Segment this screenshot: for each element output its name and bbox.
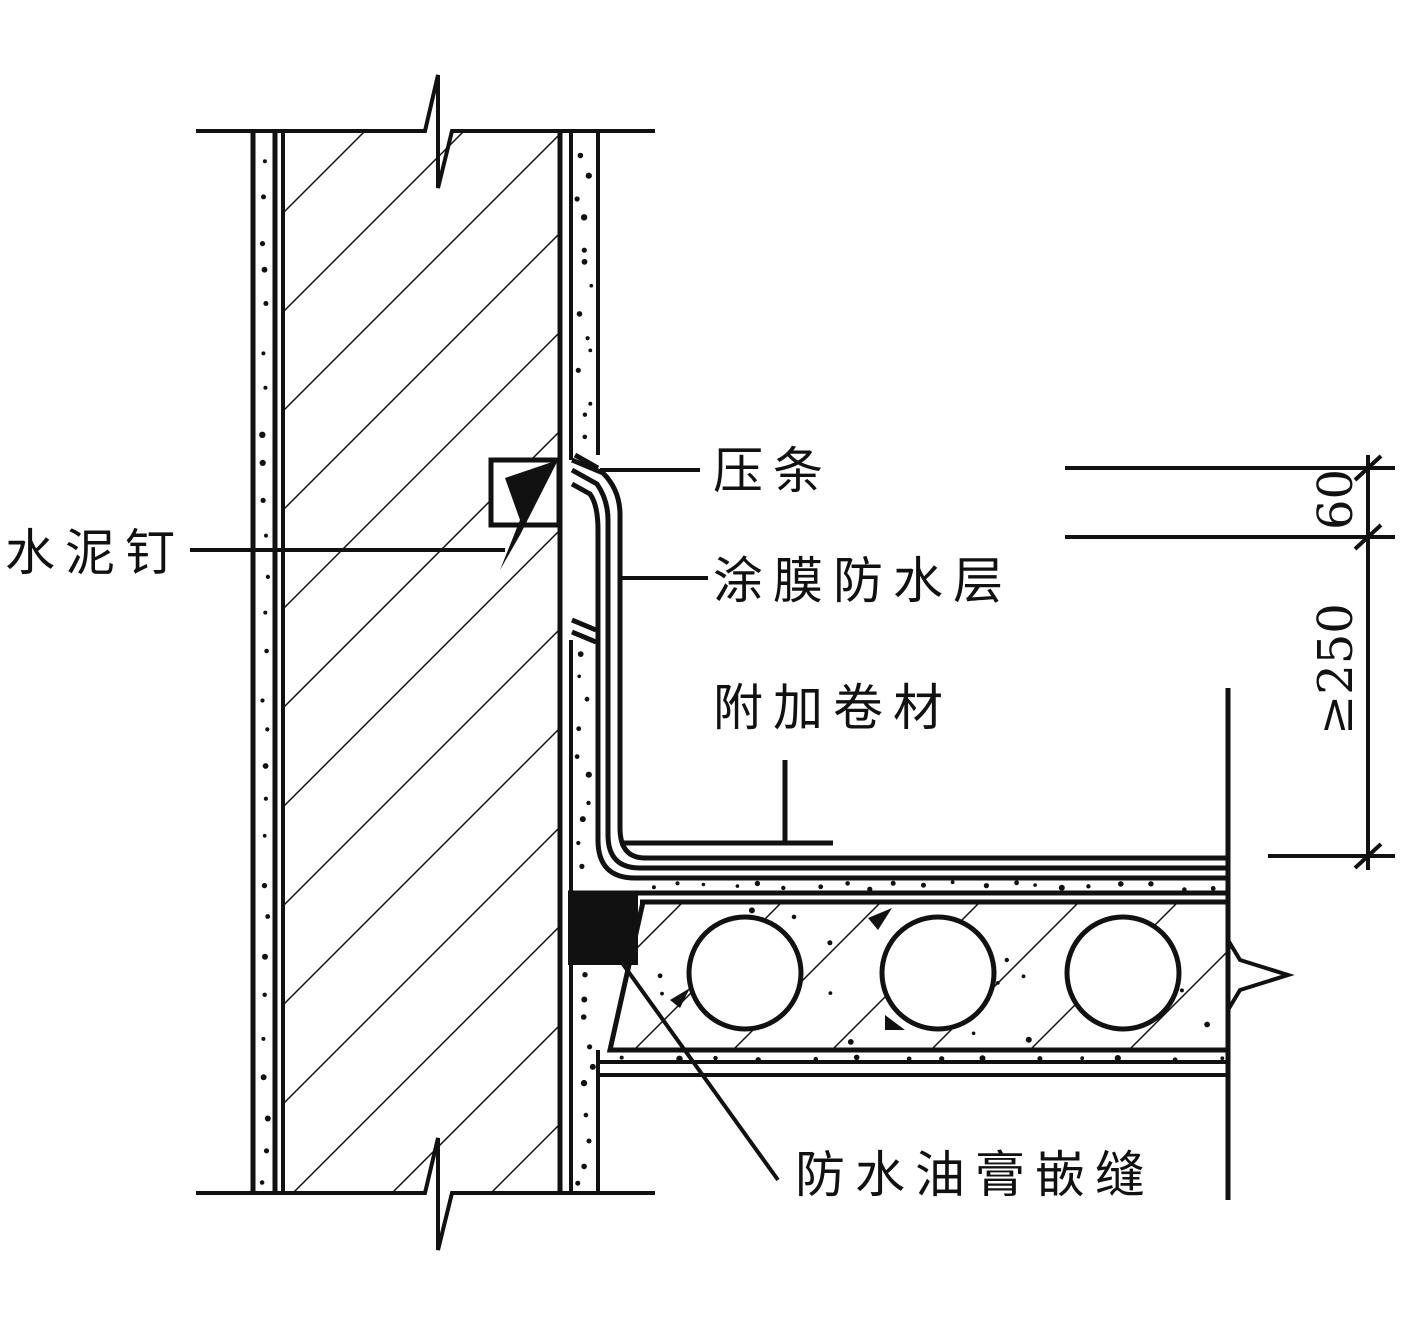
- label-coating-membrane: 涂膜防水层: [713, 552, 1013, 610]
- masonry-wall: [196, 74, 655, 1251]
- label-pressing-strip: 压条: [713, 442, 833, 500]
- hollow-core-slab: [598, 901, 1295, 1077]
- sealant-joint-block: [568, 893, 638, 965]
- coating-membrane-layer: [570, 452, 1228, 881]
- pressing-strip-and-nail: [488, 457, 562, 570]
- label-cement-nail: 水泥钉: [5, 524, 185, 582]
- dimension-lines: [1065, 454, 1395, 870]
- label-sealant-joint: 防水油膏嵌缝: [795, 1146, 1155, 1204]
- label-additional-roll: 附加卷材: [713, 679, 953, 737]
- additional-roll-strip: [620, 760, 833, 846]
- leader-sealant-joint: [618, 958, 780, 1182]
- dimension-250: ≥250: [1308, 603, 1364, 735]
- dimension-60: 60: [1308, 469, 1364, 530]
- leader-lines: [190, 468, 780, 1182]
